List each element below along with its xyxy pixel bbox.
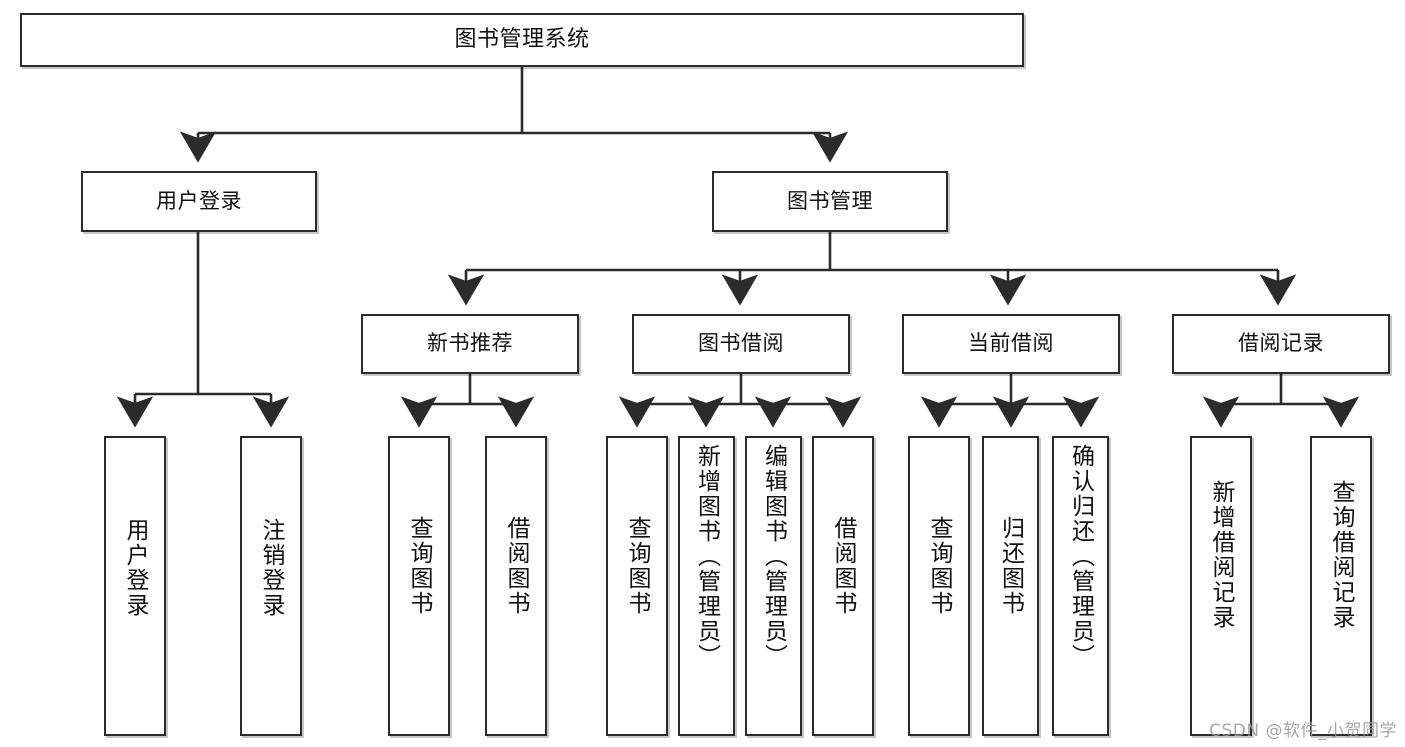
node-leaf-borrow-book-1-label: 借阅图书 — [503, 516, 530, 616]
node-leaf-query-book-1-label: 查询图书 — [406, 516, 433, 616]
node-book-management[interactable]: 图书管理 — [712, 171, 948, 232]
node-root[interactable]: 图书管理系统 — [20, 13, 1024, 67]
node-leaf-return-book[interactable]: 归还图书 — [982, 436, 1039, 736]
node-leaf-query-book-3[interactable]: 查询图书 — [908, 436, 970, 736]
node-leaf-query-book-2-label: 查询图书 — [624, 516, 651, 616]
node-new-book-recommend-label: 新书推荐 — [427, 331, 513, 356]
node-user-login-label: 用户登录 — [156, 188, 242, 213]
node-book-borrow-label: 图书借阅 — [698, 331, 784, 356]
node-leaf-add-book[interactable]: 新增图书（管理员） — [678, 436, 735, 736]
node-leaf-logout-label: 注销登录 — [258, 518, 285, 618]
node-leaf-edit-book[interactable]: 编辑图书（管理员） — [745, 436, 802, 736]
node-book-management-label: 图书管理 — [787, 188, 873, 213]
borrow-record-connectors — [1202, 374, 1360, 428]
watermark-text: CSDN @软件_小贺同学 — [1209, 721, 1397, 741]
tier2-book-connectors — [447, 232, 1297, 306]
new-book-recommend-connectors — [400, 374, 535, 428]
user-login-connectors — [116, 232, 290, 428]
node-leaf-confirm-return[interactable]: 确认归还（管理员） — [1052, 436, 1109, 736]
node-user-login[interactable]: 用户登录 — [81, 171, 317, 232]
node-current-borrow[interactable]: 当前借阅 — [902, 314, 1120, 374]
node-leaf-add-record[interactable]: 新增借阅记录 — [1190, 436, 1252, 736]
node-leaf-borrow-book-2[interactable]: 借阅图书 — [812, 436, 874, 736]
node-leaf-return-book-label: 归还图书 — [997, 516, 1024, 616]
node-leaf-add-book-label: 新增图书（管理员） — [693, 444, 720, 669]
node-leaf-confirm-return-label: 确认归还（管理员） — [1067, 444, 1094, 669]
node-new-book-recommend[interactable]: 新书推荐 — [361, 314, 579, 374]
node-borrow-record-label: 借阅记录 — [1238, 331, 1324, 356]
node-leaf-query-record[interactable]: 查询借阅记录 — [1310, 436, 1372, 736]
node-leaf-logout[interactable]: 注销登录 — [240, 436, 302, 736]
node-root-label: 图书管理系统 — [454, 26, 590, 52]
tier1-connectors — [179, 67, 849, 163]
node-leaf-borrow-book-2-label: 借阅图书 — [830, 516, 857, 616]
node-book-borrow[interactable]: 图书借阅 — [632, 314, 850, 374]
current-borrow-connectors — [920, 374, 1100, 428]
node-leaf-add-record-label: 新增借阅记录 — [1208, 480, 1235, 630]
node-leaf-user-login[interactable]: 用户登录 — [104, 436, 166, 736]
node-leaf-user-login-label: 用户登录 — [122, 518, 149, 618]
node-leaf-edit-book-label: 编辑图书（管理员） — [760, 444, 787, 669]
node-leaf-query-book-1[interactable]: 查询图书 — [388, 436, 450, 736]
node-leaf-query-record-label: 查询借阅记录 — [1328, 480, 1355, 630]
node-leaf-query-book-3-label: 查询图书 — [926, 516, 953, 616]
book-borrow-connectors — [618, 374, 862, 428]
node-current-borrow-label: 当前借阅 — [968, 331, 1054, 356]
node-leaf-query-book-2[interactable]: 查询图书 — [606, 436, 668, 736]
node-borrow-record[interactable]: 借阅记录 — [1172, 314, 1390, 374]
node-leaf-borrow-book-1[interactable]: 借阅图书 — [485, 436, 547, 736]
